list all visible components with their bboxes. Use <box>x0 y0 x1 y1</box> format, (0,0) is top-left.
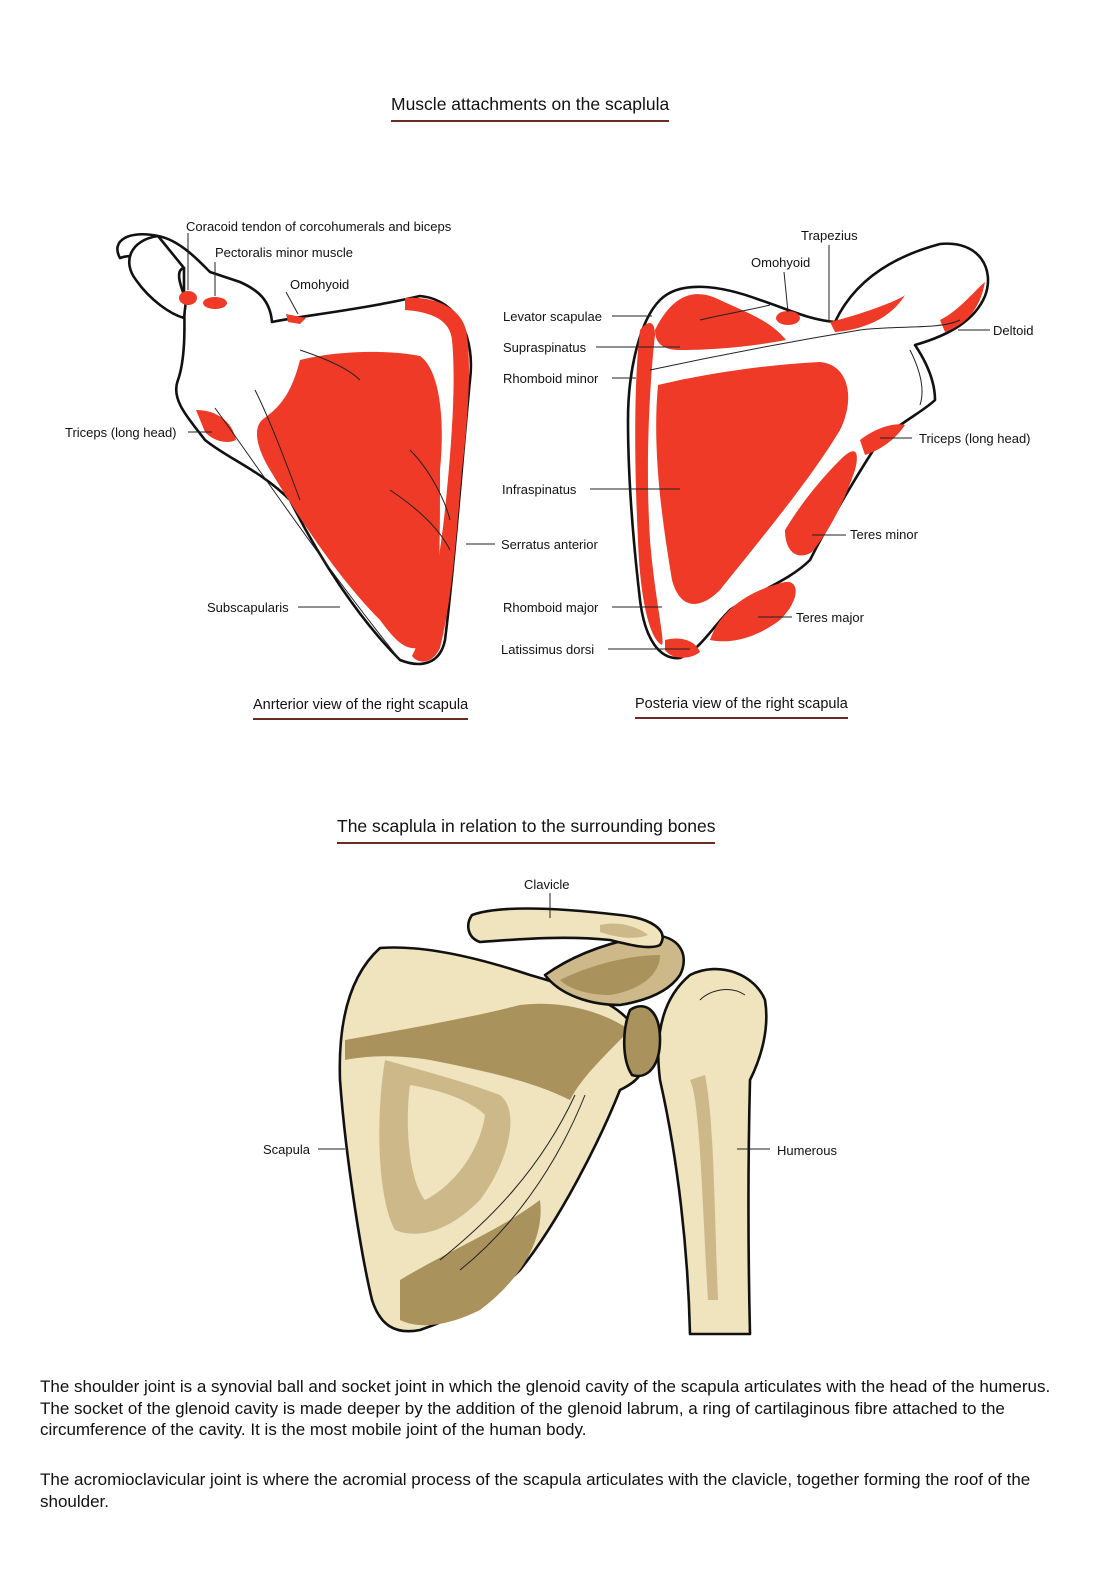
paragraph-acromioclavicular-joint: The acromioclavicular joint is where the… <box>40 1469 1080 1512</box>
label-scapula: Scapula <box>263 1143 310 1156</box>
label-clavicle: Clavicle <box>524 878 570 891</box>
paragraph-shoulder-joint: The shoulder joint is a synovial ball an… <box>40 1376 1080 1441</box>
label-humerus: Humerous <box>777 1144 837 1157</box>
